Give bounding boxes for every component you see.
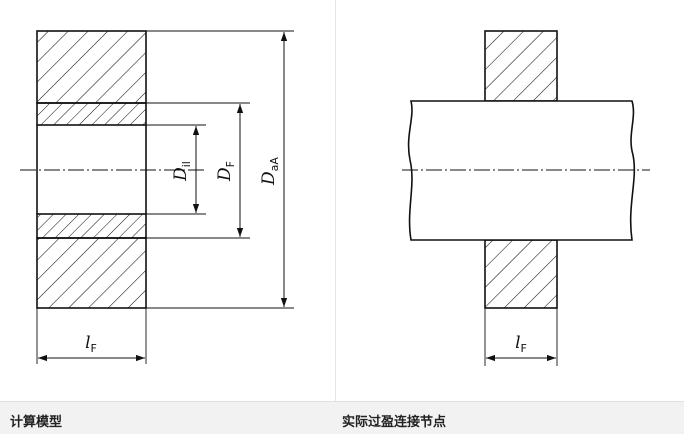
ring-upper-section	[36, 102, 147, 126]
ring-lower-section	[36, 213, 147, 239]
label-l-f-right: lF	[515, 333, 527, 355]
svg-text:DF: DF	[215, 161, 237, 182]
label-d-il: Dil	[171, 161, 193, 182]
label-d-aa: DaA	[259, 157, 281, 186]
svg-text:DaA: DaA	[259, 157, 281, 186]
hub-lower-section	[36, 237, 147, 309]
calculation-model: Dil DF DaA lF	[20, 30, 294, 364]
svg-text:Dil: Dil	[171, 161, 193, 182]
caption-calculation-model: 计算模型	[10, 415, 63, 430]
hub-upper	[484, 30, 558, 102]
label-l-f-left: lF	[85, 333, 97, 355]
label-d-f: DF	[215, 161, 237, 182]
panel-divider	[335, 0, 336, 433]
caption-actual-joint: 实际过盈连接节点	[342, 415, 447, 430]
caption-bar: 计算模型 实际过盈连接节点	[0, 401, 684, 434]
shaft	[407, 100, 636, 241]
actual-joint: lF	[402, 30, 650, 366]
hub-lower	[484, 239, 558, 309]
hub-upper-section	[36, 30, 147, 104]
